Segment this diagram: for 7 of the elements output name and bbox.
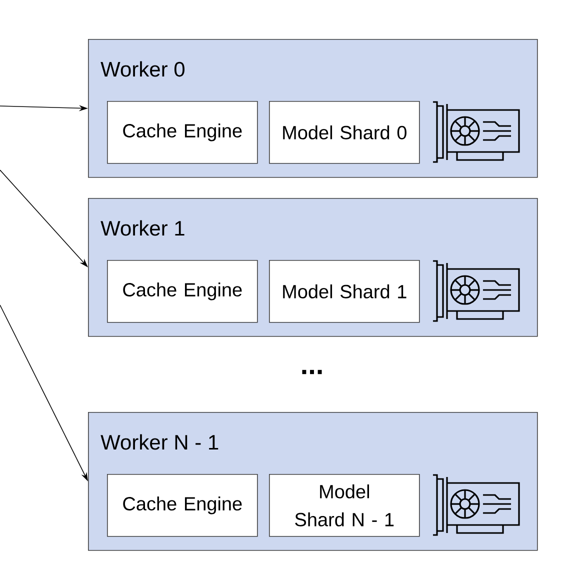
component-box: Cache Engine (107, 260, 258, 323)
component-box: Model Shard 1 (269, 260, 420, 323)
component-box: Cache Engine (107, 101, 258, 164)
component-box: Model Shard 0 (269, 101, 420, 164)
component-box: Cache Engine (107, 474, 258, 537)
ellipsis: ... (302, 370, 322, 374)
component-box: Model Shard N - 1 (269, 474, 420, 537)
